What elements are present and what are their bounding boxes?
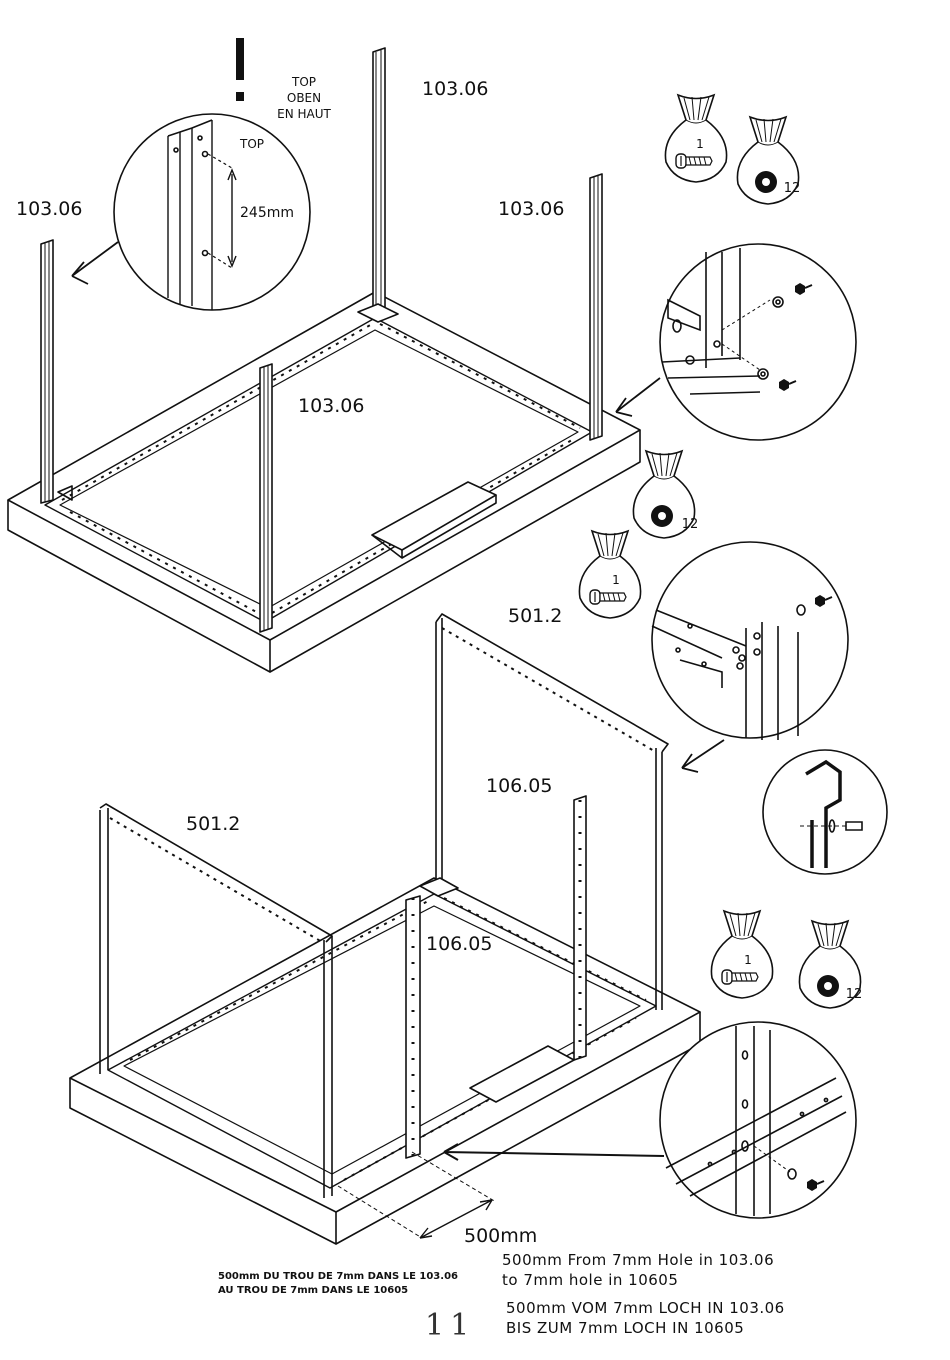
callout-arrow-top-left — [72, 242, 118, 284]
instruction-de-line-2: BIS ZUM 7mm LOCH IN 10605 — [506, 1318, 785, 1338]
post-label-right: 103.06 — [498, 198, 564, 220]
warning-top-line-2: OBEN — [287, 91, 321, 105]
instruction-en-line-2: to 7mm hole in 10605 — [502, 1270, 774, 1290]
center-post-label-front: 106.05 — [426, 933, 492, 955]
detail-top-label: TOP — [239, 137, 264, 151]
callout-arrow-corner — [616, 378, 660, 416]
instruction-fr: 500mm DU TROU DE 7mm DANS LE 103.06 AU T… — [218, 1270, 458, 1298]
instruction-fr-line-1: 500mm DU TROU DE 7mm DANS LE 103.06 — [218, 1270, 458, 1284]
post-label-left: 103.06 — [16, 198, 82, 220]
instruction-en: 500mm From 7mm Hole in 103.06 to 7mm hol… — [502, 1250, 774, 1290]
washer-bag-count-3: 12 — [846, 987, 863, 1002]
screw-bag-icon-3 — [711, 911, 772, 998]
screw-bag-icon-2 — [579, 531, 640, 618]
dimension-label: 500mm — [464, 1225, 537, 1247]
callout-arrow-gable — [682, 740, 724, 772]
detail-gable-bracket — [652, 542, 848, 740]
instruction-fr-line-2: AU TROU DE 7mm DANS LE 10605 — [218, 1284, 458, 1298]
page-number: 11 — [425, 1308, 475, 1343]
warning-icon — [236, 38, 244, 101]
side-frame-label-left: 501.2 — [186, 813, 240, 835]
washer-bag-count: 12 — [784, 181, 801, 196]
detail-corner-bolting — [660, 244, 856, 440]
warning-top-line-3: EN HAUT — [277, 107, 331, 121]
post-label-front: 103.06 — [298, 395, 364, 417]
detail-center-post-screw — [660, 1022, 856, 1218]
screw-bag-count-2: 1 — [612, 573, 620, 587]
bottom-frame-assembly — [70, 614, 700, 1244]
center-post-label-back: 106.05 — [486, 775, 552, 797]
screw-bag-count-3: 1 — [744, 953, 752, 967]
washer-bag-count-2: 12 — [682, 517, 699, 532]
instruction-de: 500mm VOM 7mm LOCH IN 103.06 BIS ZUM 7mm… — [506, 1298, 785, 1338]
instruction-de-line-1: 500mm VOM 7mm LOCH IN 103.06 — [506, 1298, 785, 1318]
warning-top-line-1: TOP — [291, 75, 316, 89]
screw-bag-count: 1 — [696, 137, 704, 151]
top-base-assembly — [8, 48, 640, 672]
detail-top-dimension: 245mm — [240, 205, 294, 221]
side-frame-label-right: 501.2 — [508, 605, 562, 627]
detail-section-view — [763, 750, 887, 874]
post-label-back: 103.06 — [422, 78, 488, 100]
instruction-en-line-1: 500mm From 7mm Hole in 103.06 — [502, 1250, 774, 1270]
callout-arrow-floor — [444, 1144, 664, 1160]
